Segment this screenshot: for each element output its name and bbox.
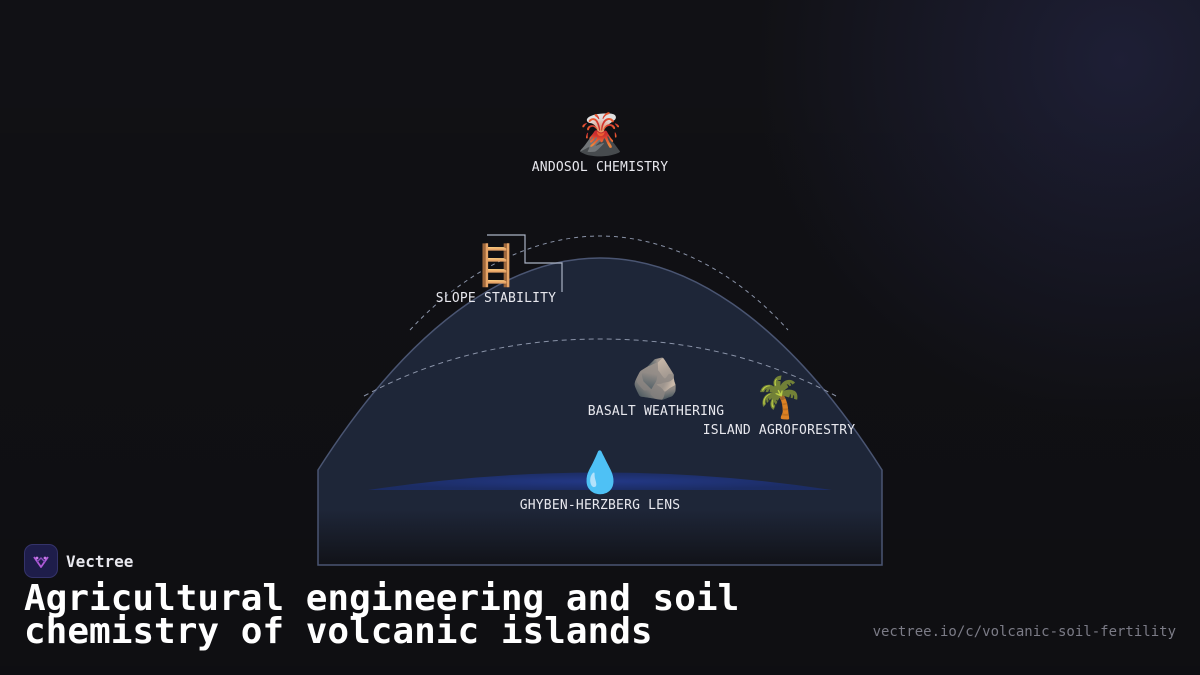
- node-label: ISLAND AGROFORESTRY: [702, 423, 856, 438]
- source-url[interactable]: vectree.io/c/volcanic-soil-fertility: [872, 624, 1176, 640]
- outer-dashed-arc: [409, 235, 789, 331]
- volcano-icon: 🌋: [575, 112, 625, 158]
- brand-name: Vectree: [66, 551, 134, 571]
- terrace-steps: [487, 234, 563, 292]
- node-label: SLOPE STABILITY: [435, 291, 557, 306]
- ladder-icon: 🪜: [471, 243, 521, 289]
- node-label: ANDOSOL CHEMISTRY: [531, 160, 669, 175]
- page-title: Agricultural engineering and soil chemis…: [24, 578, 740, 652]
- brand: Vectree: [24, 544, 133, 578]
- inner-dashed-arc: [363, 338, 837, 397]
- freshwater-lens: [368, 472, 832, 490]
- node-ghyben-herzberg-lens: 💧 GHYBEN-HERZBERG LENS: [520, 450, 681, 513]
- node-label: BASALT WEATHERING: [587, 404, 725, 419]
- vectree-logo-icon: [24, 544, 58, 578]
- droplet-icon: 💧: [575, 450, 625, 496]
- node-label: GHYBEN-HERZBERG LENS: [519, 498, 681, 513]
- node-andosol-chemistry: 🌋 ANDOSOL CHEMISTRY: [532, 112, 668, 175]
- node-basalt-weathering: 🪨 BASALT WEATHERING: [588, 356, 724, 419]
- rock-icon: 🪨: [631, 356, 681, 402]
- palm-tree-icon: 🌴: [754, 375, 804, 421]
- node-slope-stability: 🪜 SLOPE STABILITY: [436, 243, 556, 306]
- node-island-agroforestry: 🌴 ISLAND AGROFORESTRY: [703, 375, 856, 438]
